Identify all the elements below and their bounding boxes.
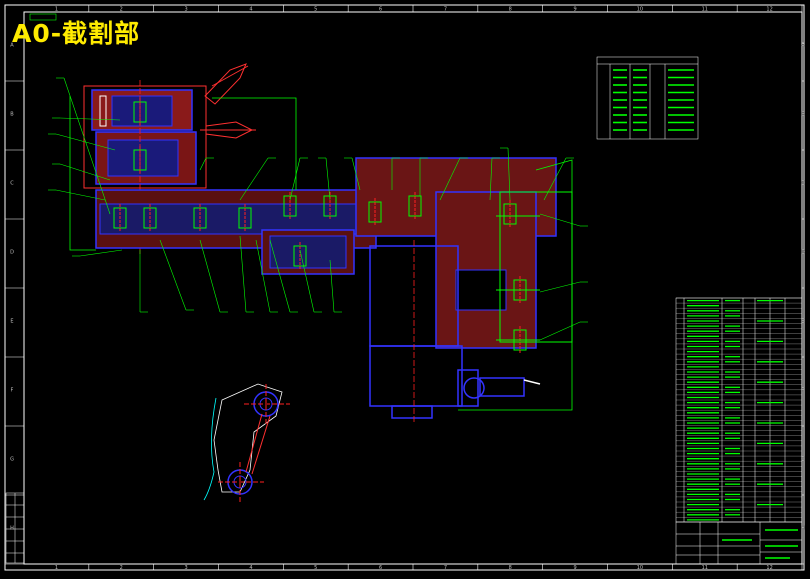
zone-label-bottom: 8 [509, 565, 512, 571]
zone-label-top: 3 [184, 7, 187, 13]
leader-line [79, 249, 123, 257]
zone-label-bottom: 2 [120, 565, 123, 571]
zone-label-right: A [801, 43, 805, 49]
drawing-title: A0-截割部 [12, 19, 141, 48]
leader-line [199, 239, 221, 313]
leader-line [299, 249, 315, 313]
leader-line [439, 157, 461, 201]
zone-label-bottom: 9 [573, 565, 576, 571]
dimension-outline [69, 96, 573, 411]
title-block-marks [722, 529, 798, 559]
zone-label-top: 2 [120, 7, 123, 13]
border-zone-ticks [5, 5, 804, 570]
drawing-number-box [29, 13, 57, 21]
zone-label-left: E [10, 319, 13, 325]
zone-label-right: E [801, 319, 804, 325]
zone-label-top: 11 [702, 7, 708, 13]
gear-train-housing [95, 157, 557, 349]
parts-list-rows [676, 297, 802, 521]
leader-line [255, 239, 271, 313]
leader-line [543, 157, 567, 201]
leader-line [55, 133, 116, 151]
zone-label-bottom: 6 [379, 565, 382, 571]
zone-label-left: F [11, 388, 14, 394]
technical-data-rows [613, 69, 694, 131]
technical-data-table [596, 56, 699, 140]
leader-line [507, 147, 511, 201]
zone-label-bottom: 11 [702, 565, 708, 571]
zone-label-top: 1 [55, 7, 58, 13]
zone-label-top: 6 [379, 7, 382, 13]
zone-label-top: 10 [637, 7, 643, 13]
leader-line [489, 157, 493, 201]
leader-line [329, 259, 335, 313]
zone-label-left: A [10, 43, 14, 49]
zone-label-bottom: 12 [766, 565, 772, 571]
zone-label-bottom: 5 [314, 565, 317, 571]
traction-motor [369, 240, 541, 424]
zone-label-right: G [801, 457, 805, 463]
leader-line [289, 157, 301, 201]
leader-line [269, 239, 291, 313]
zone-label-right: C [801, 181, 805, 187]
leader-line [351, 157, 361, 191]
zone-label-bottom: 10 [637, 565, 643, 571]
zone-label-bottom: 3 [184, 565, 187, 571]
leader-line [539, 281, 581, 293]
zone-label-left: D [10, 250, 14, 256]
zone-label-left: G [10, 457, 14, 463]
zone-label-bottom: 7 [444, 565, 447, 571]
leader-line [159, 239, 187, 311]
zone-label-top: 12 [766, 7, 772, 13]
zone-label-bottom: 1 [55, 565, 58, 571]
leader-line [59, 163, 111, 181]
leader-line [239, 235, 247, 313]
zone-label-top: 4 [249, 7, 252, 13]
leader-line [325, 157, 331, 201]
zone-label-bottom: 4 [249, 565, 252, 571]
zone-label-left: B [10, 112, 14, 118]
zone-label-right: F [802, 388, 805, 394]
zone-label-top: 5 [314, 7, 317, 13]
cutter-pick-upper [204, 63, 249, 105]
cutter-pick-lower [200, 121, 256, 139]
leader-line [539, 321, 581, 341]
zone-label-top: 9 [573, 7, 576, 13]
zone-label-top: 7 [444, 7, 447, 13]
leader-line [55, 189, 106, 201]
left-margin-block [5, 492, 25, 564]
leader-line [199, 157, 207, 171]
zone-label-top: 8 [509, 7, 512, 13]
zone-label-right: B [801, 112, 805, 118]
detail-view-rocker-arm [203, 383, 290, 502]
zone-label-left: H [10, 526, 14, 532]
zone-label-left: C [10, 181, 14, 187]
zone-label-right: D [801, 250, 805, 256]
leader-line [63, 77, 111, 215]
zone-label-right: H [801, 526, 805, 532]
leader-line [239, 157, 269, 201]
leader-line [539, 213, 581, 227]
title-block [675, 521, 803, 565]
leader-lines [48, 77, 588, 341]
